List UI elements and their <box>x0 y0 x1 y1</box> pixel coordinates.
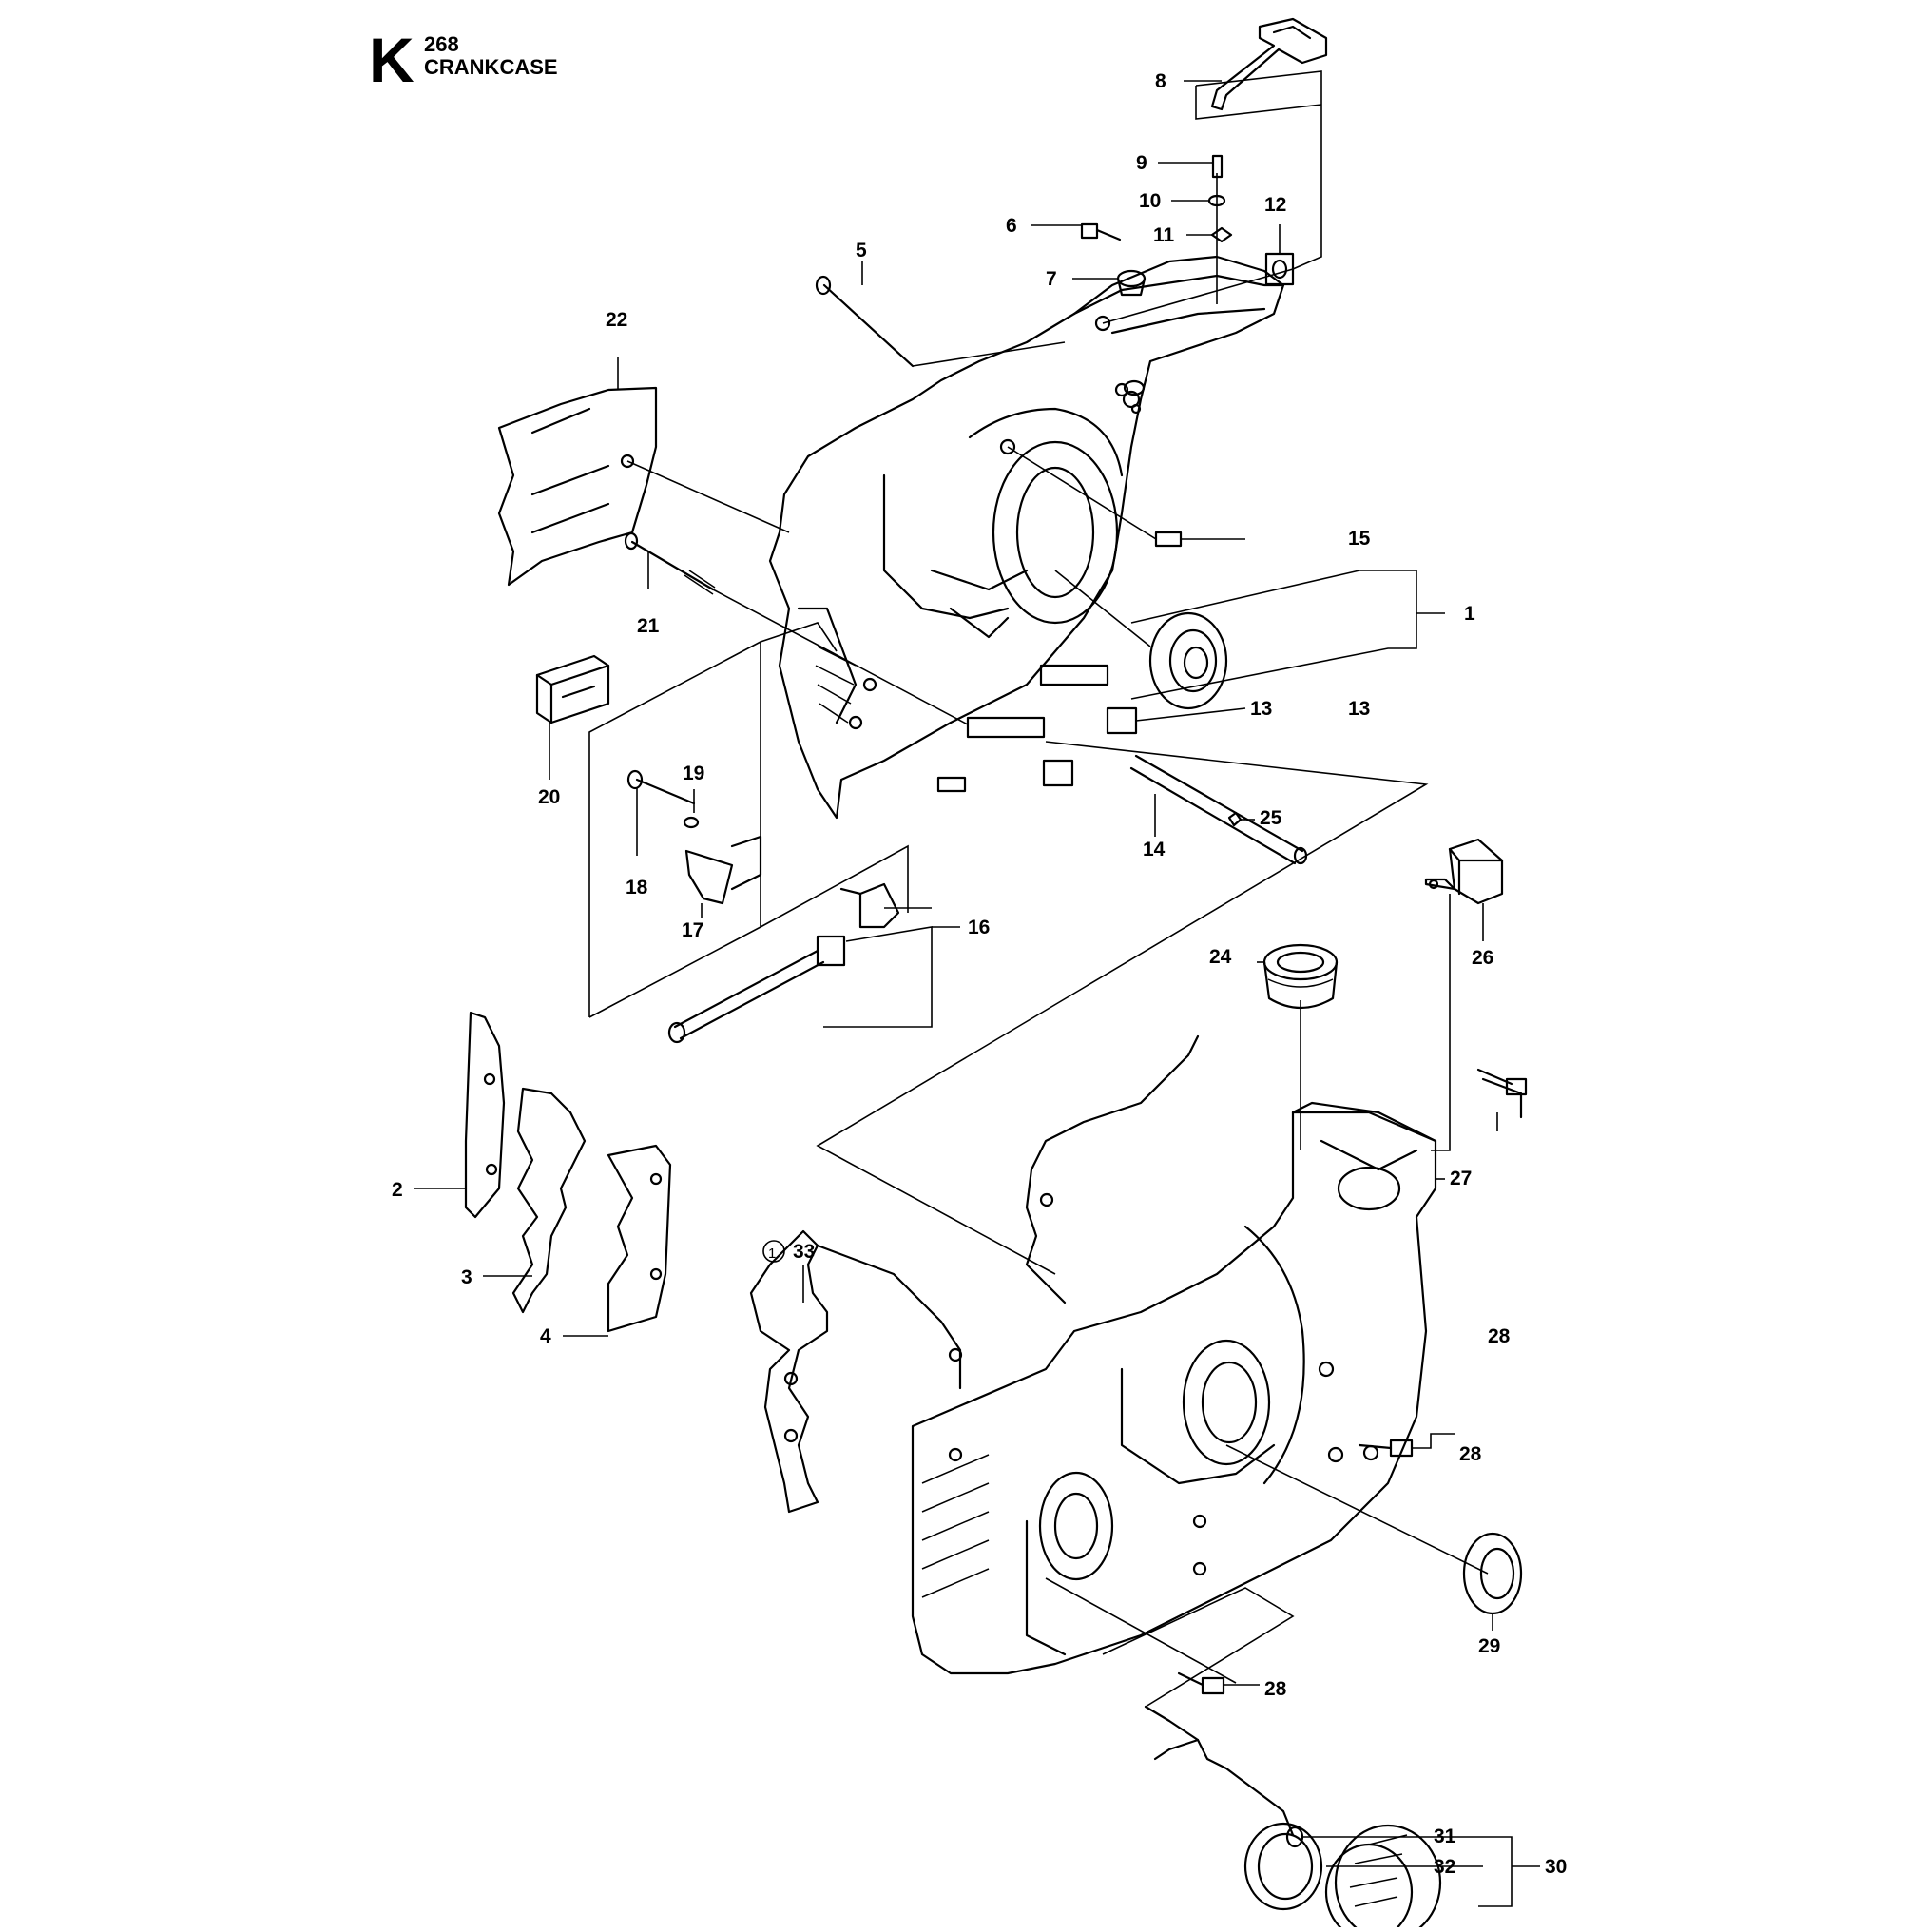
callout-13-bracket: 13 <box>1348 698 1370 720</box>
callout-17: 17 <box>682 919 703 941</box>
callout-22: 22 <box>606 309 627 331</box>
callout-1: 1 <box>1464 603 1475 625</box>
callout-12: 12 <box>1264 194 1286 216</box>
part-15-pin <box>1154 531 1183 548</box>
callout-27: 27 <box>1450 1168 1472 1189</box>
callout-16: 16 <box>968 917 990 938</box>
part-16-tensioner <box>667 882 900 1044</box>
part-6-screw <box>1080 222 1122 242</box>
callout-6: 6 <box>1006 215 1017 237</box>
callout-3: 3 <box>461 1266 472 1288</box>
section-letter: K <box>369 25 414 95</box>
callout-13-bearing: 13 <box>1250 698 1272 720</box>
callout-10: 10 <box>1139 190 1161 212</box>
callout-labels: 1 2 3 4 5 6 7 8 9 10 11 12 13 13 14 15 1… <box>392 70 1567 1878</box>
upper-crankcase-half <box>768 255 1285 820</box>
part-13-bearing <box>1148 611 1228 710</box>
callout-5: 5 <box>856 240 867 261</box>
diagram-title: CRANKCASE <box>424 55 558 79</box>
callout-33: 1 33 <box>762 1240 815 1263</box>
callout-19: 19 <box>683 763 704 784</box>
model-number: 268 <box>424 32 459 56</box>
callout-24: 24 <box>1209 946 1232 968</box>
part-20-block <box>535 654 610 724</box>
lower-crankcase-half <box>911 1101 1437 1675</box>
part-27-28-hardware <box>1177 1068 1528 1695</box>
part-33-gasket <box>749 1034 1200 1514</box>
callout-25: 25 <box>1260 807 1282 829</box>
part-3-plate <box>511 1087 587 1314</box>
callout-31: 31 <box>1434 1826 1456 1847</box>
callout-28-bottom: 28 <box>1264 1678 1287 1700</box>
part-29-seal <box>1462 1532 1523 1615</box>
callout-9: 9 <box>1136 152 1147 174</box>
callout-28-rear: 28 <box>1459 1443 1482 1465</box>
callout-33-label: 33 <box>793 1241 815 1263</box>
callout-7: 7 <box>1046 268 1057 290</box>
callout-18: 18 <box>626 877 648 898</box>
callout-32: 32 <box>1434 1856 1455 1878</box>
callout-30: 30 <box>1545 1856 1567 1878</box>
assembly-guide-lines <box>588 70 1489 1708</box>
part-12-grommet <box>1264 252 1295 286</box>
callout-29: 29 <box>1478 1635 1500 1657</box>
part-5-bolt <box>815 275 915 368</box>
parts-30-31-32-oil-cap <box>1144 1705 1442 1932</box>
part-13-studs <box>936 664 1138 793</box>
callout-15: 15 <box>1348 528 1371 550</box>
parts-9-10-11-hardware <box>1207 154 1233 243</box>
callout-leader-lines <box>414 80 1540 1907</box>
part-8-handle <box>1210 17 1328 111</box>
parts-25-26-switch <box>1227 811 1504 905</box>
callout-11: 11 <box>1153 224 1175 246</box>
callout-26: 26 <box>1472 947 1493 969</box>
note-marker-circle <box>762 1240 785 1263</box>
part-2-plate <box>464 1011 506 1219</box>
part-4-plate <box>607 1144 672 1333</box>
callout-28-side: 28 <box>1488 1325 1511 1347</box>
callout-2: 2 <box>392 1179 403 1201</box>
callout-4: 4 <box>540 1325 551 1347</box>
part-22-bar-plate <box>497 386 658 587</box>
part-21-bolt <box>624 531 716 595</box>
part-24-boot <box>1262 943 1339 1009</box>
callout-20: 20 <box>538 786 560 808</box>
callout-8: 8 <box>1155 70 1166 92</box>
callout-14: 14 <box>1143 839 1166 860</box>
callout-21: 21 <box>637 615 660 637</box>
note-marker-number: 1 <box>768 1246 776 1262</box>
